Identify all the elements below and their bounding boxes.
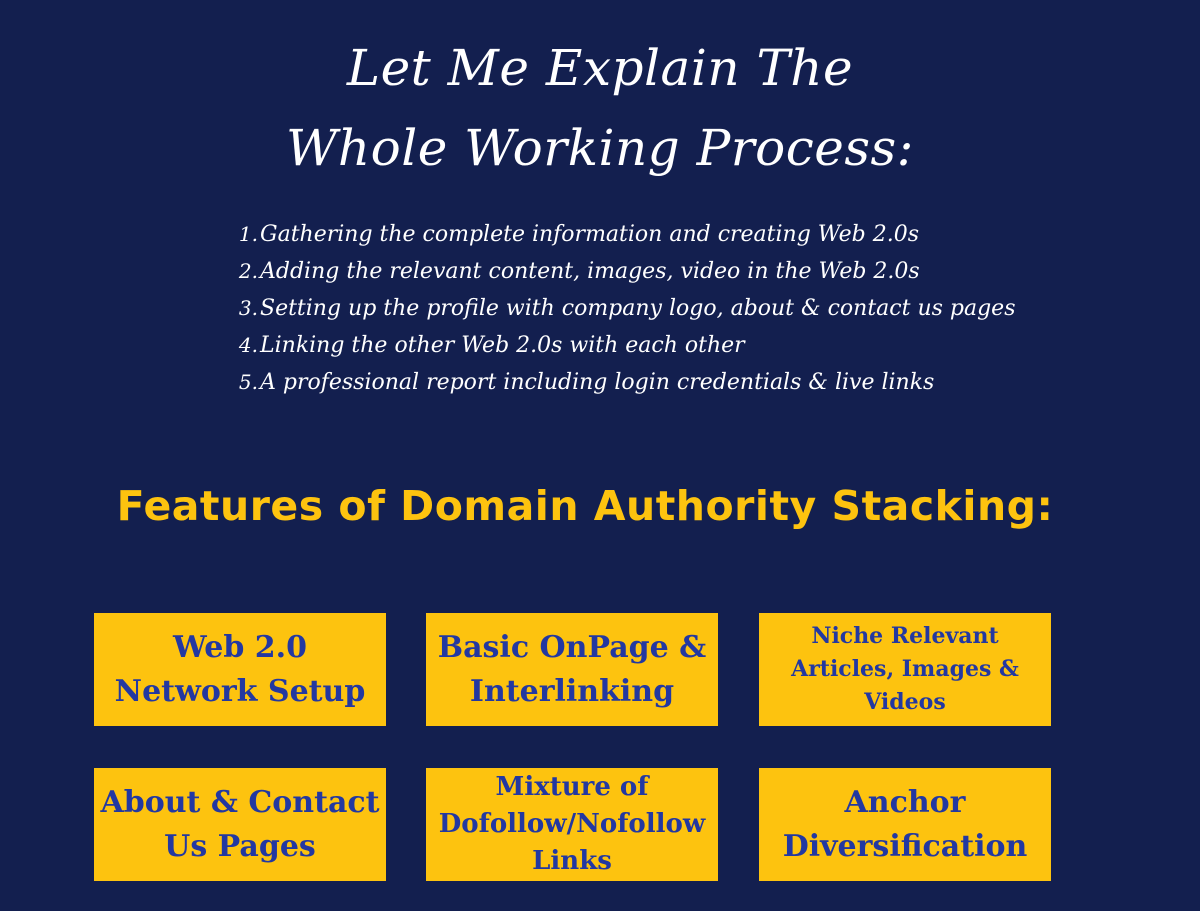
step-text: Setting up the profile with company logo…	[260, 296, 1016, 321]
page-headline: Let Me Explain The Whole Working Process…	[0, 28, 1200, 188]
process-step: 5. A professional report including login…	[228, 364, 1128, 401]
process-step: 3. Setting up the profile with company l…	[228, 290, 1128, 327]
feature-card-about-contact: About & Contact Us Pages	[94, 768, 386, 881]
step-number: 5.	[238, 370, 258, 394]
feature-card-label: Mixture of Dofollow/Nofollow Links	[438, 772, 706, 876]
feature-card-label: Anchor Diversification	[782, 784, 1028, 864]
process-step: 4. Linking the other Web 2.0s with each …	[228, 327, 1128, 364]
feature-card-label: Web 2.0 Network Setup	[114, 629, 366, 709]
step-number: 3.	[238, 296, 258, 320]
feature-card-link-mixture: Mixture of Dofollow/Nofollow Links	[426, 768, 718, 881]
feature-card-onpage-interlinking: Basic OnPage & Interlinking	[426, 613, 718, 726]
headline-line-2: Whole Working Process:	[286, 119, 914, 177]
feature-card-anchor-diversification: Anchor Diversification	[759, 768, 1051, 881]
step-text: Adding the relevant content, images, vid…	[260, 259, 920, 284]
features-heading: Features of Domain Authority Stacking:	[116, 482, 1054, 530]
step-number: 1.	[238, 222, 258, 246]
step-number: 4.	[238, 333, 258, 357]
headline-line-1: Let Me Explain The	[346, 39, 854, 97]
step-text: Linking the other Web 2.0s with each oth…	[260, 333, 745, 358]
process-steps-list: 1. Gathering the complete information an…	[228, 216, 1128, 401]
feature-card-niche-content: Niche Relevant Articles, Images & Videos	[759, 613, 1051, 726]
feature-card-web20-network: Web 2.0 Network Setup	[94, 613, 386, 726]
step-number: 2.	[238, 259, 258, 283]
step-text: Gathering the complete information and c…	[260, 222, 919, 247]
process-step: 1. Gathering the complete information an…	[228, 216, 1128, 253]
feature-card-label: Niche Relevant Articles, Images & Videos	[791, 623, 1019, 715]
feature-card-label: Basic OnPage & Interlinking	[437, 629, 707, 709]
process-step: 2. Adding the relevant content, images, …	[228, 253, 1128, 290]
feature-card-label: About & Contact Us Pages	[100, 784, 380, 864]
step-text: A professional report including login cr…	[260, 370, 935, 395]
